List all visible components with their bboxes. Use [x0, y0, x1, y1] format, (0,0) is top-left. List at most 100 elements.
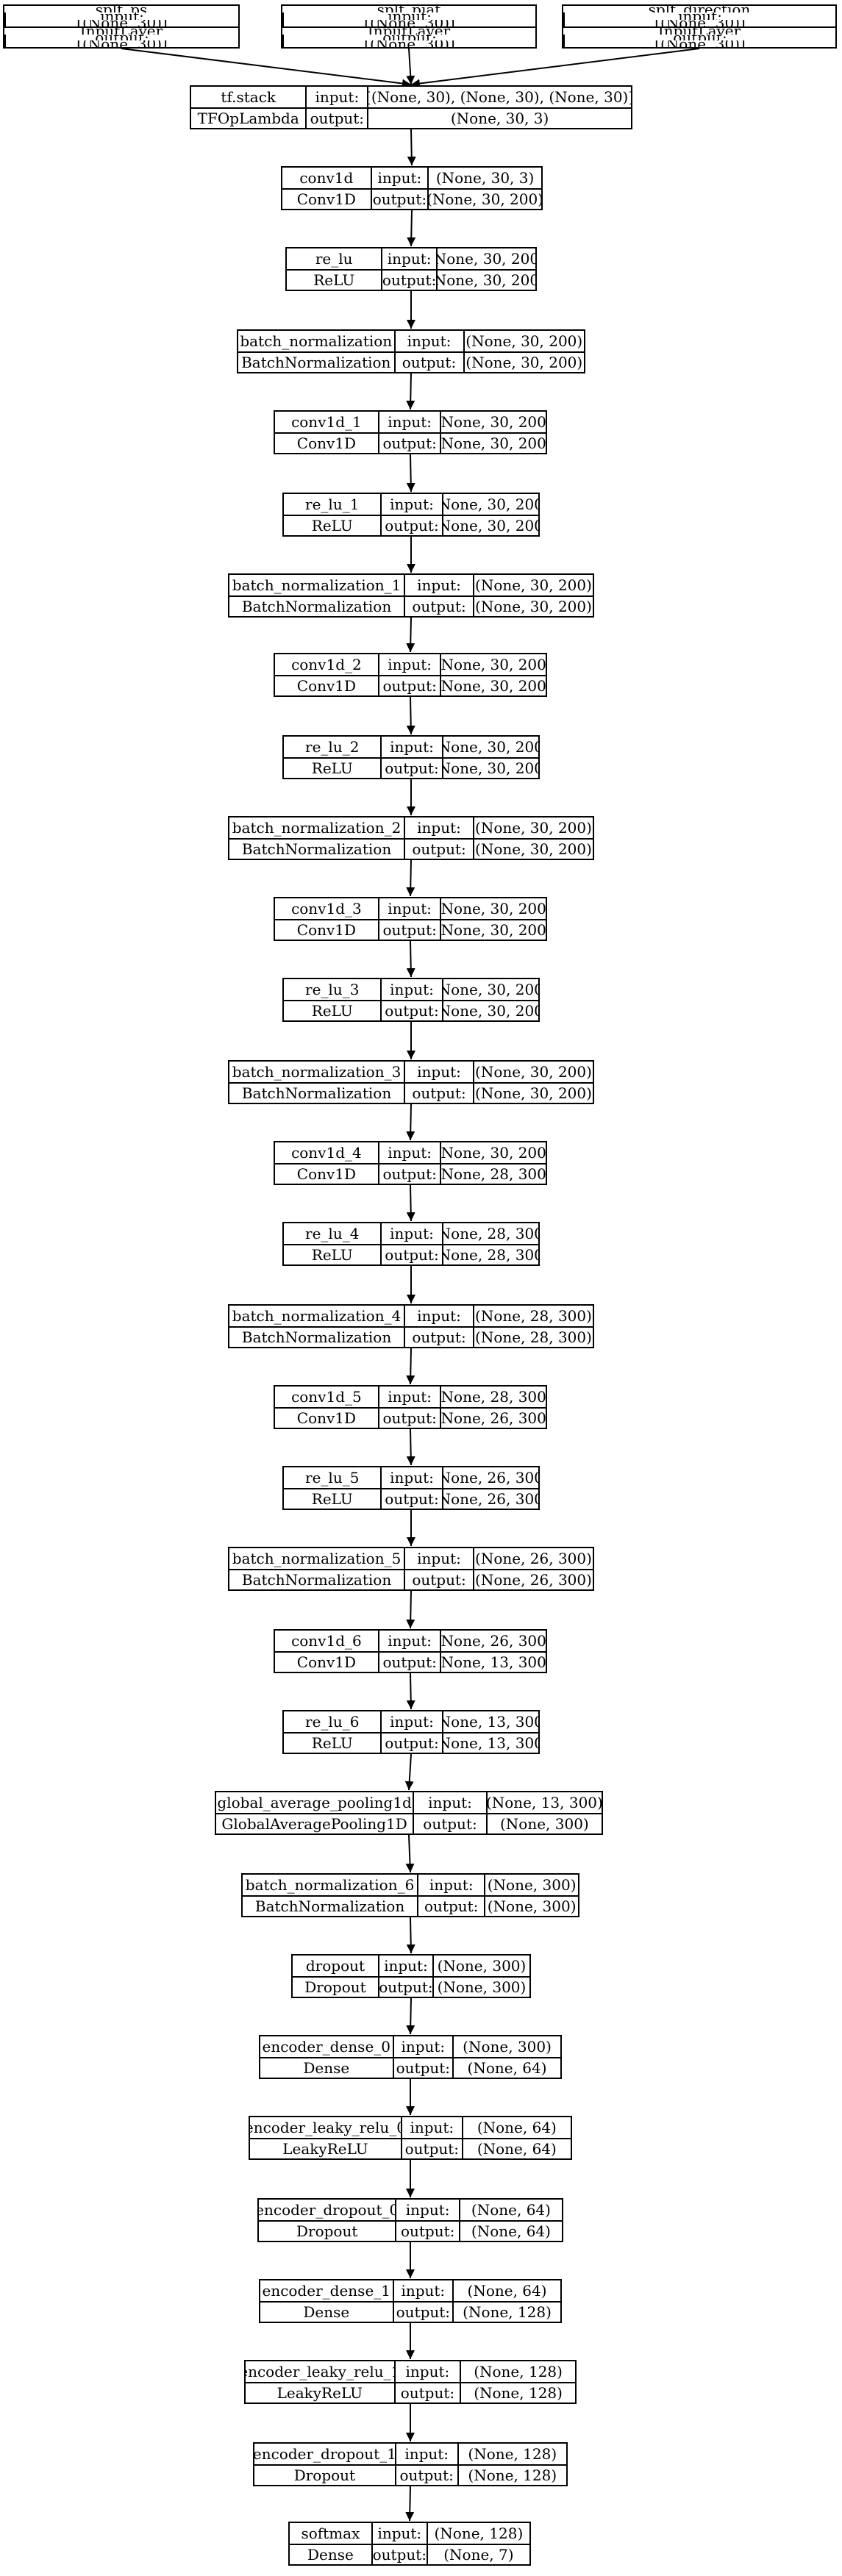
- output-label: output:: [377, 1409, 440, 1428]
- input-label: input:: [377, 1142, 440, 1163]
- layer-name: softmax: [301, 2525, 360, 2542]
- input-label: input:: [380, 494, 441, 515]
- layer-type: BatchNormalization: [254, 1897, 405, 1915]
- input-label: input:: [404, 575, 473, 595]
- layer-type: Dropout: [304, 1978, 366, 1996]
- input-shape: [(None, 30)]: [563, 19, 835, 26]
- layer-name: conv1d: [299, 169, 354, 187]
- input-shape: (None, 64): [452, 2280, 560, 2301]
- output-shape: (None, 13, 300): [441, 1734, 538, 1753]
- layer-type: LeakyReLU: [276, 2384, 363, 2402]
- layer-type: Conv1D: [296, 190, 356, 208]
- input-shape: (None, 30, 200): [435, 248, 535, 269]
- layer-name: global_average_pooling1d: [217, 1794, 412, 1811]
- input-shape: (None, 30, 200): [440, 654, 546, 675]
- layer-name: batch_normalization: [240, 332, 393, 350]
- input-shape: (None, 28, 300): [440, 1387, 546, 1407]
- input-label: input:: [380, 1467, 441, 1488]
- input-label: input:: [380, 1223, 441, 1244]
- layer-type: TFOpLambda: [197, 110, 299, 127]
- input-label: input:: [377, 412, 440, 432]
- layer-name: encoder_dropout_1: [254, 2445, 395, 2463]
- edge-conv1d-2-to-re-lu-2: [406, 696, 415, 735]
- layer-name: conv1d_2: [291, 656, 362, 673]
- edge-conv1d-to-re-lu: [407, 210, 416, 247]
- edge-batch-normalization-5-to-conv1d-6: [406, 1590, 415, 1629]
- layer-type: LeakyReLU: [282, 2140, 368, 2158]
- input-label: input:: [380, 1711, 441, 1732]
- output-label: output:: [377, 920, 440, 940]
- layer-name: splt_direction: [563, 6, 835, 12]
- input-shape: (None, 30, 200): [472, 575, 593, 595]
- output-label: output:: [377, 434, 440, 453]
- layer-type: Conv1D: [296, 1409, 357, 1427]
- input-label: input:: [377, 1631, 440, 1651]
- edge-conv1d-1-to-re-lu-1: [406, 454, 415, 493]
- output-label: output:: [377, 1653, 440, 1672]
- layer-name: conv1d_1: [291, 413, 362, 431]
- output-shape: (None, 7): [426, 2545, 529, 2564]
- output-shape: (None, 300): [485, 1814, 602, 1833]
- layer-type: BatchNormalization: [241, 1571, 392, 1589]
- layer-row: splt_piatinput:[(None, 30)]: [282, 6, 535, 26]
- input-shape: (None, 13, 300): [485, 1792, 602, 1813]
- output-label: output:: [380, 516, 441, 535]
- layer-type: ReLU: [311, 1246, 353, 1264]
- output-shape: (None, 26, 300): [440, 1409, 546, 1428]
- layer-name: encoder_dropout_0: [259, 2201, 396, 2219]
- layer-name: re_lu_1: [305, 495, 360, 513]
- input-shape: [(None, 30)]: [4, 19, 238, 26]
- output-shape: (None, 30, 200): [427, 190, 541, 209]
- input-label: input:: [4, 12, 238, 20]
- output-shape: (None, 30, 200): [441, 516, 538, 535]
- output-shape: (None, 300): [484, 1897, 578, 1916]
- edge-conv1d-6-to-re-lu-6: [406, 1672, 415, 1710]
- output-shape: (None, 26, 300): [441, 1489, 538, 1509]
- layer-name: splt_piat: [282, 6, 535, 12]
- layer-name: encoder_leaky_relu_1: [246, 2363, 394, 2380]
- output-label: output:: [394, 2466, 457, 2485]
- input-label: input:: [393, 331, 463, 351]
- input-label: input:: [404, 817, 473, 838]
- edge-conv1d-3-to-re-lu-3: [406, 940, 415, 978]
- output-shape: (None, 28, 300): [441, 1245, 538, 1264]
- output-shape: (None, 64): [458, 2222, 562, 2241]
- output-label: output:: [395, 2222, 459, 2241]
- output-shape: (None, 28, 300): [472, 1328, 593, 1347]
- edge-batch-normalization-6-to-dropout: [406, 1917, 415, 1954]
- input-shape: (None, 30, 200): [441, 494, 538, 515]
- input-shape: (None, 28, 300): [441, 1223, 538, 1244]
- layer-name: re_lu_3: [305, 981, 360, 998]
- output-label: output:: [392, 2303, 453, 2322]
- output-shape: (None, 30, 200): [472, 1084, 593, 1103]
- output-label: output:: [305, 109, 367, 128]
- output-label: output:: [380, 1245, 441, 1264]
- edge-batch-normalization-3-to-conv1d-4: [406, 1103, 415, 1141]
- layer-type: Dropout: [296, 2222, 358, 2240]
- input-label: input:: [563, 12, 835, 20]
- output-label: output:: [404, 597, 473, 616]
- edge-batch-normalization-1-to-conv1d-2: [406, 617, 415, 653]
- input-shape: (None, 30, 200): [472, 817, 593, 838]
- input-label: input:: [404, 1306, 473, 1326]
